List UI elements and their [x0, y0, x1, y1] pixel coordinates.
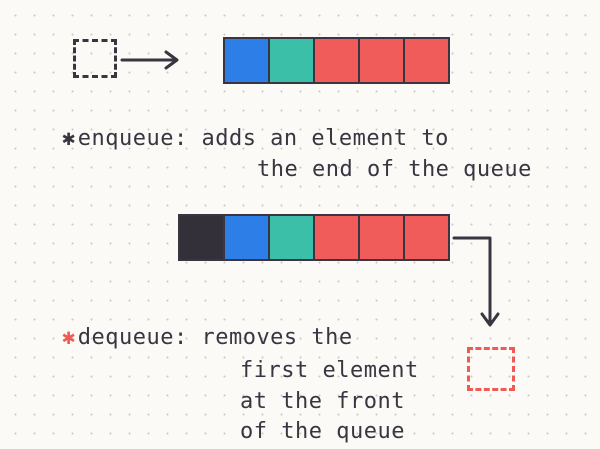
enqueue-arrow: [120, 50, 179, 70]
dequeue-definition-line3: at the front: [240, 389, 405, 414]
enqueue-definition-text: : adds an element to: [173, 126, 449, 151]
enqueue-term: enqueue: [77, 126, 174, 151]
enqueue-definition-line1: ✱enqueue: adds an element to: [62, 126, 449, 152]
enqueue-definition-line2: the end of the queue: [257, 157, 532, 182]
queue-cell-red: [405, 39, 448, 82]
enqueue-queue: [223, 37, 450, 84]
queue-cell-teal: [270, 216, 315, 259]
queue-cell-teal: [270, 39, 315, 82]
queue-cell-red: [360, 216, 405, 259]
queue-cell-blue: [225, 39, 270, 82]
dequeue-arrow: [452, 236, 500, 327]
queue-cell-red: [315, 39, 360, 82]
queue-cell-red: [360, 39, 405, 82]
queue-cell-blue: [225, 216, 270, 259]
dequeue-term: dequeue: [77, 325, 174, 350]
dequeue-definition-text: : removes the: [173, 325, 353, 350]
dequeue-definition-line1: ✱dequeue: removes the: [62, 325, 353, 351]
dequeue-definition-line4: of the queue: [240, 419, 405, 444]
dequeue-queue: [178, 214, 450, 261]
outgoing-element-box: [467, 347, 515, 391]
queue-cell-dark: [180, 216, 225, 259]
incoming-element-box: [73, 39, 117, 78]
queue-cell-red: [315, 216, 360, 259]
enqueue-star-icon: ✱: [62, 126, 76, 151]
dequeue-star-icon: ✱: [62, 325, 76, 350]
dequeue-definition-line2: first element: [240, 358, 419, 383]
queue-cell-red: [405, 216, 448, 259]
